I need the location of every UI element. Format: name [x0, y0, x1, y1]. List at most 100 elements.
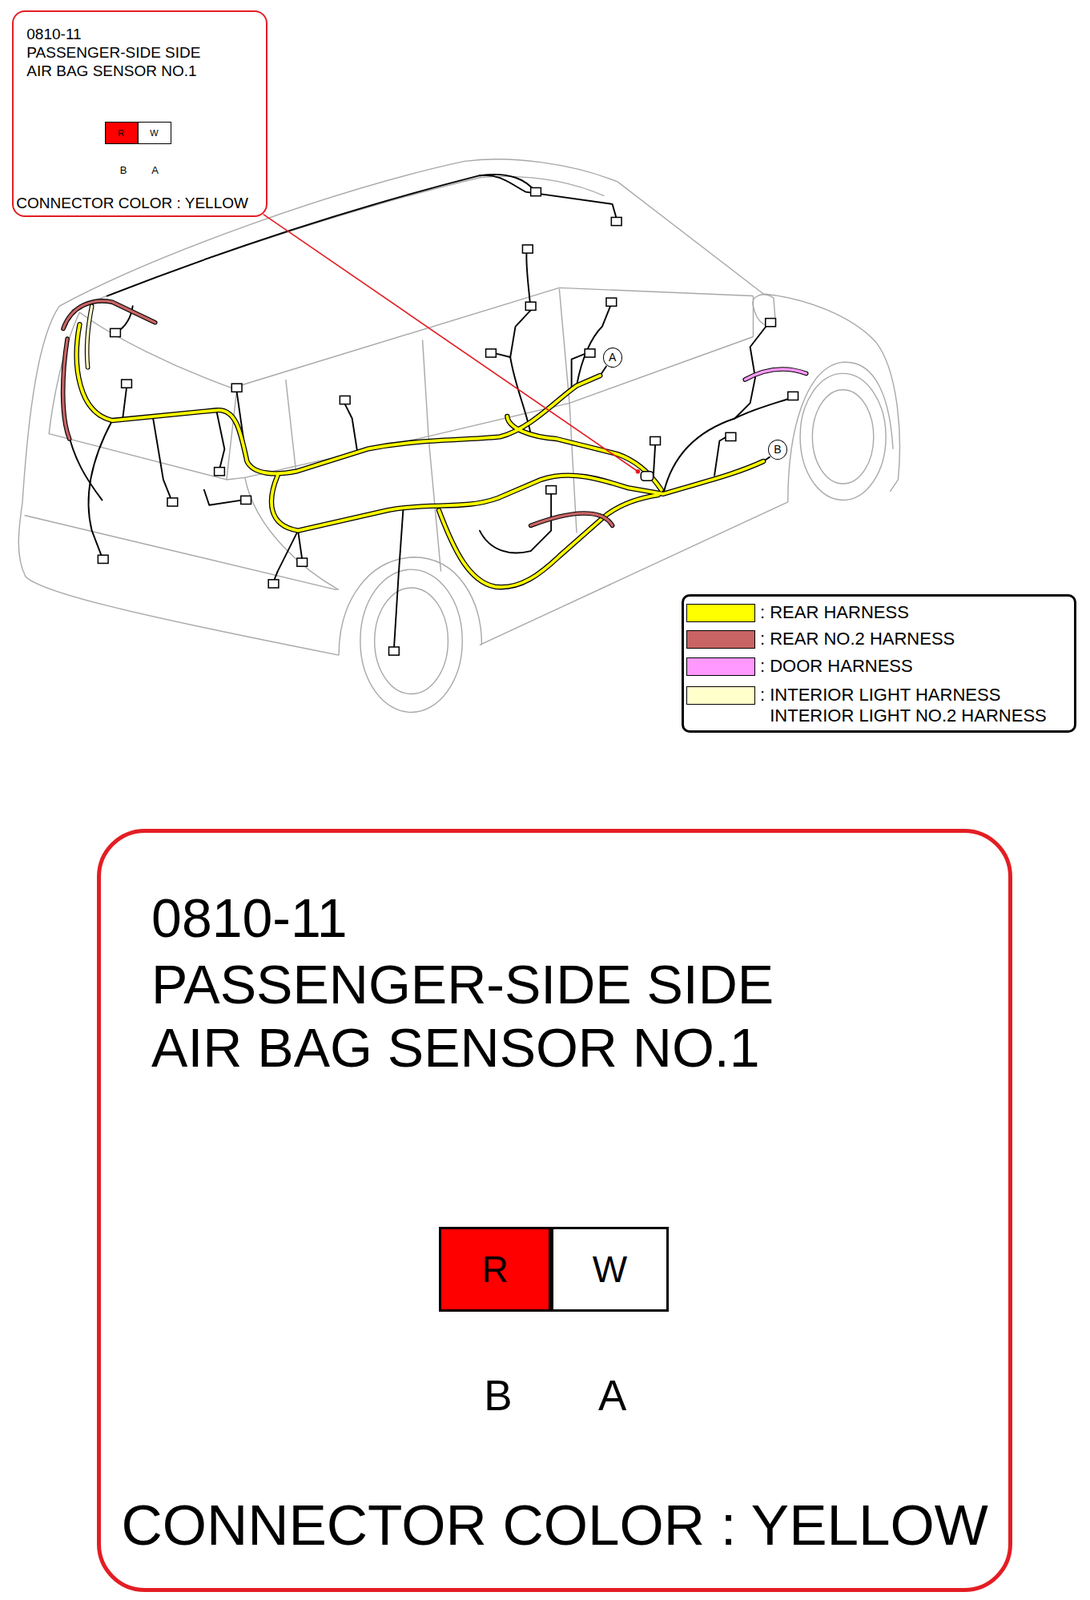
car-body-part	[245, 477, 339, 590]
pin-label: A	[598, 1371, 627, 1420]
car-body-part	[360, 569, 463, 712]
car-body-part	[812, 390, 873, 484]
harness-connector-part	[525, 301, 536, 310]
door-harness	[744, 369, 806, 380]
legend-text-slot: : REAR NO.2 HARNESS	[760, 628, 1072, 650]
rear-harness-part-part	[76, 324, 601, 474]
wire-part	[216, 410, 225, 470]
pin-label: B	[120, 164, 128, 177]
wire-part	[510, 309, 531, 434]
harness-connector-part	[546, 486, 557, 495]
harness-connector-part	[650, 436, 661, 445]
part-name: PASSENGER-SIDE SIDE AIR BAG SENSOR NO.1	[26, 43, 223, 81]
rear-harness	[76, 324, 764, 588]
wire-part	[479, 175, 617, 219]
wire-part	[204, 490, 243, 506]
car-body-part	[374, 587, 449, 695]
rear-no2-harness-part	[63, 301, 613, 526]
interior-light-harness-part	[87, 305, 93, 367]
legend-text: : REAR HARNESS	[760, 602, 1072, 624]
rear-harness-part-part	[506, 416, 661, 491]
wire	[67, 174, 792, 650]
pin-letter: R	[481, 1250, 508, 1288]
harness-connector-part	[121, 379, 133, 388]
legend-text: : INTERIOR LIGHT HARNESS INTERIOR LIGHT …	[760, 684, 1072, 727]
rear-no2-harness-part-part	[530, 513, 613, 526]
legend-swatch	[686, 657, 756, 676]
rear-no2-harness-part	[63, 301, 613, 526]
rear-harness-part-part	[438, 494, 659, 588]
car-body-part	[788, 361, 893, 503]
legend-text-slot: : REAR HARNESS	[760, 602, 1072, 624]
rear-no2-harness-part-part	[63, 301, 156, 329]
car-body-part	[752, 294, 777, 326]
part-number: 0810-11	[26, 24, 81, 44]
rear-harness-part	[76, 324, 764, 588]
legend-text-slot: : INTERIOR LIGHT HARNESS INTERIOR LIGHT …	[760, 684, 1072, 727]
callout-box: 0810-11PASSENGER-SIDE SIDE AIR BAG SENSO…	[96, 828, 1013, 1593]
harness-connector-part	[606, 297, 617, 306]
rear-harness-part-part	[271, 461, 764, 531]
interior-light-harness	[87, 305, 93, 367]
car-body-part	[763, 293, 900, 492]
wire-part	[122, 387, 127, 421]
wire-part	[152, 418, 172, 500]
pin-cell: R	[438, 1226, 552, 1312]
pin-label: A	[151, 164, 159, 177]
sensor-connector-on-car	[635, 469, 654, 481]
wire-part	[735, 398, 792, 419]
pin-cell: R	[104, 121, 138, 145]
connector-color-note: CONNECTOR COLOR : YELLOW	[16, 193, 249, 213]
car-body-part	[559, 289, 570, 404]
harness-connector-part	[611, 217, 622, 226]
rear-no2-harness-part-part	[63, 338, 70, 439]
text-slot: CONNECTOR COLOR : YELLOW	[100, 1492, 1009, 1559]
wire-part	[714, 436, 727, 475]
harness-connector-part	[486, 349, 497, 358]
pin-cell: W	[551, 1226, 669, 1312]
legend-box: : REAR HARNESS : REAR NO.2 HARNESS : DOOR …	[681, 594, 1077, 733]
harness-end-circle: B	[768, 439, 788, 460]
wire-part	[345, 404, 358, 452]
harness-connector-part	[389, 647, 400, 656]
harness-connector-part	[584, 349, 596, 358]
text-slot: PASSENGER-SIDE SIDE AIR BAG SENSOR NO.1	[26, 43, 223, 81]
connector-color-note: CONNECTOR COLOR : YELLOW	[120, 1492, 988, 1559]
rear-no2-harness-part-part	[63, 301, 156, 329]
car-body-part	[245, 337, 754, 479]
harness-connector	[97, 187, 798, 656]
pin-letter: A	[608, 351, 616, 363]
car-body-part	[18, 502, 339, 656]
wire-part	[394, 510, 403, 649]
car-body-part	[422, 339, 430, 439]
door-harness-part	[744, 369, 806, 380]
leader-line	[263, 214, 639, 472]
rear-harness-part-part	[506, 416, 661, 491]
wire-part	[273, 530, 299, 583]
text-slot: CONNECTOR COLOR : YELLOW	[16, 193, 249, 213]
harness-connector-part	[530, 187, 542, 196]
rear-harness-part-part	[271, 461, 764, 531]
part-name: PASSENGER-SIDE SIDE AIR BAG SENSOR NO.1	[151, 953, 857, 1080]
harness-end-circle: A	[603, 347, 623, 368]
wire-part	[297, 530, 302, 560]
rear-no2-harness-part-part	[63, 338, 70, 439]
harness-connector-part	[110, 328, 121, 337]
wire-part	[576, 305, 611, 386]
harness-connector-part	[268, 579, 279, 588]
wire-part	[67, 428, 102, 500]
text-slot: 0810-11	[26, 24, 81, 44]
car-body-part	[285, 379, 297, 472]
legend-text: : DOOR HARNESS	[760, 655, 1072, 677]
text-slot: PASSENGER-SIDE SIDE AIR BAG SENSOR NO.1	[151, 953, 857, 1080]
harness-connector-part	[241, 495, 252, 504]
harness-connector-part	[97, 555, 109, 564]
pin-letter: W	[592, 1250, 628, 1288]
legend-text-slot: : DOOR HARNESS	[760, 655, 1072, 677]
harness-connector-part	[765, 318, 777, 327]
pin-label: B	[483, 1371, 512, 1420]
harness-connector-part	[522, 245, 533, 254]
harness-connector-part	[788, 391, 799, 400]
harness-connector-part	[339, 395, 350, 404]
